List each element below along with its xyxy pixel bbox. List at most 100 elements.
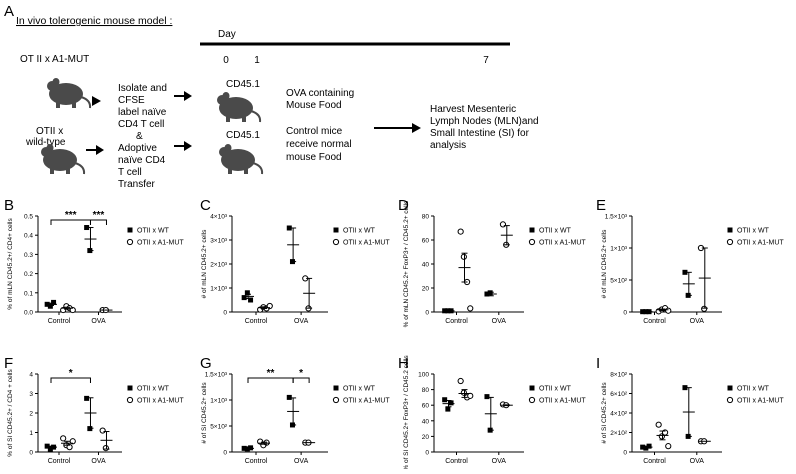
significance-label: ** [267, 368, 275, 379]
data-point-circle [457, 228, 464, 235]
panel-letter: C [200, 197, 211, 214]
step-isolate-line: naïve CD4 [118, 155, 166, 166]
x-tick-label: Control [245, 318, 268, 325]
x-tick-label: Control [643, 458, 666, 465]
y-tick-label: 2 [29, 411, 33, 418]
step-isolate-line: label naïve [118, 107, 167, 118]
timeline-tick-0: 0 [223, 55, 229, 66]
recipient-2-mouse-icon [218, 143, 264, 175]
x-tick-label: OVA [294, 318, 309, 325]
significance-label: * [299, 368, 303, 379]
y-tick-label: 0 [623, 450, 627, 457]
data-point-circle [499, 221, 507, 228]
data-point-square [248, 297, 254, 303]
panel-letter: G [200, 355, 212, 372]
y-tick-label: 1 [29, 430, 33, 437]
x-tick-label: OVA [91, 458, 106, 465]
data-point-square [47, 303, 53, 309]
data-point-circle [655, 421, 662, 428]
x-tick-label: OVA [492, 318, 507, 325]
y-axis-label: # of SI CD45.2+ cells [601, 382, 608, 444]
legend-label: OTII x A1-MUT [539, 240, 586, 247]
legend-marker-circle [726, 238, 734, 246]
legend-label: OTII x A1-MUT [343, 240, 390, 247]
y-axis-label: % of SI CD45.2+ / CD4 + cells [7, 369, 14, 457]
schematic-title: In vivo tolerogenic mouse model : [16, 15, 172, 27]
y-tick-label: 1×10³ [210, 286, 228, 293]
data-point-square [241, 295, 247, 301]
legend-marker-circle [332, 238, 340, 246]
x-tick-label: Control [245, 458, 268, 465]
data-point-circle [460, 389, 467, 396]
y-tick-label: 20 [422, 286, 430, 293]
legend-label: OTII x A1-MUT [737, 240, 784, 247]
harvest-line: Lymph Nodes (MLN)and [430, 116, 539, 127]
y-tick-label: 4 [29, 372, 33, 379]
y-tick-label: 60 [422, 238, 430, 245]
donor-2-mouse-icon [40, 143, 86, 175]
data-point-square [448, 400, 454, 406]
data-point-square [445, 406, 451, 412]
legend-marker-square [127, 385, 133, 391]
y-tick-label: 0 [425, 450, 429, 457]
legend-marker-circle [126, 396, 134, 404]
y-tick-label: 80 [422, 387, 430, 394]
data-point-square [286, 394, 292, 400]
legend-marker-square [727, 227, 733, 233]
legend-marker-square [333, 385, 339, 391]
significance-bracket [89, 219, 107, 225]
data-point-circle [99, 427, 106, 434]
food-control-line: Control mice [286, 126, 343, 137]
y-tick-label: 3 [29, 391, 33, 398]
data-point-square [442, 397, 448, 403]
y-axis-label: % of mLN CD45.2+/ CD4+ cells [7, 218, 14, 310]
food-ova-line: Mouse Food [286, 100, 342, 111]
step-isolate-line: & [136, 131, 143, 142]
significance-bracket [292, 377, 310, 383]
data-point-square [47, 446, 53, 452]
x-tick-label: Control [643, 318, 666, 325]
y-tick-label: 40 [422, 262, 430, 269]
data-point-square [84, 225, 90, 231]
data-point-circle [665, 307, 672, 314]
x-tick-label: OVA [492, 458, 507, 465]
data-point-circle [69, 438, 76, 445]
panel-letter: F [4, 355, 13, 372]
y-axis-label: # of SI CD45.2+ cells [201, 382, 208, 444]
y-tick-label: 8×10² [610, 372, 628, 379]
data-point-square [44, 443, 50, 449]
data-point-square [84, 395, 90, 401]
donor-2-label-line1: OTII x [36, 126, 63, 137]
arrow-icon-donor-1 [92, 96, 101, 106]
data-point-circle [69, 306, 76, 314]
recipient-1-mouse-icon [216, 91, 262, 123]
x-tick-label: Control [48, 458, 71, 465]
data-point-square [487, 290, 493, 296]
data-point-circle [701, 305, 708, 312]
panel-letter: D [398, 197, 409, 214]
legend-label: OTII x A1-MUT [137, 398, 184, 405]
y-tick-label: 4×10² [610, 411, 628, 418]
x-tick-label: Control [445, 458, 468, 465]
y-tick-label: 6×10² [610, 391, 628, 398]
data-point-square [244, 290, 250, 296]
y-tick-label: 5×10² [610, 278, 628, 285]
y-tick-label: 0.2 [24, 271, 33, 278]
y-tick-label: 0.1 [24, 290, 33, 297]
data-point-circle [460, 253, 467, 260]
y-tick-label: 40 [422, 418, 430, 425]
step-isolate-line: Adoptive [118, 143, 157, 154]
legend-marker-square [529, 227, 535, 233]
data-point-square [682, 385, 688, 391]
food-control-line: receive normal [286, 139, 352, 150]
y-tick-label: 20 [422, 434, 430, 441]
data-point-circle [467, 305, 474, 312]
legend-label: OTII x A1-MUT [343, 398, 390, 405]
legend-label: OTII x WT [343, 228, 376, 235]
y-tick-label: 1×10³ [210, 398, 228, 405]
data-point-circle [60, 435, 67, 442]
panel-letter: E [596, 197, 606, 214]
